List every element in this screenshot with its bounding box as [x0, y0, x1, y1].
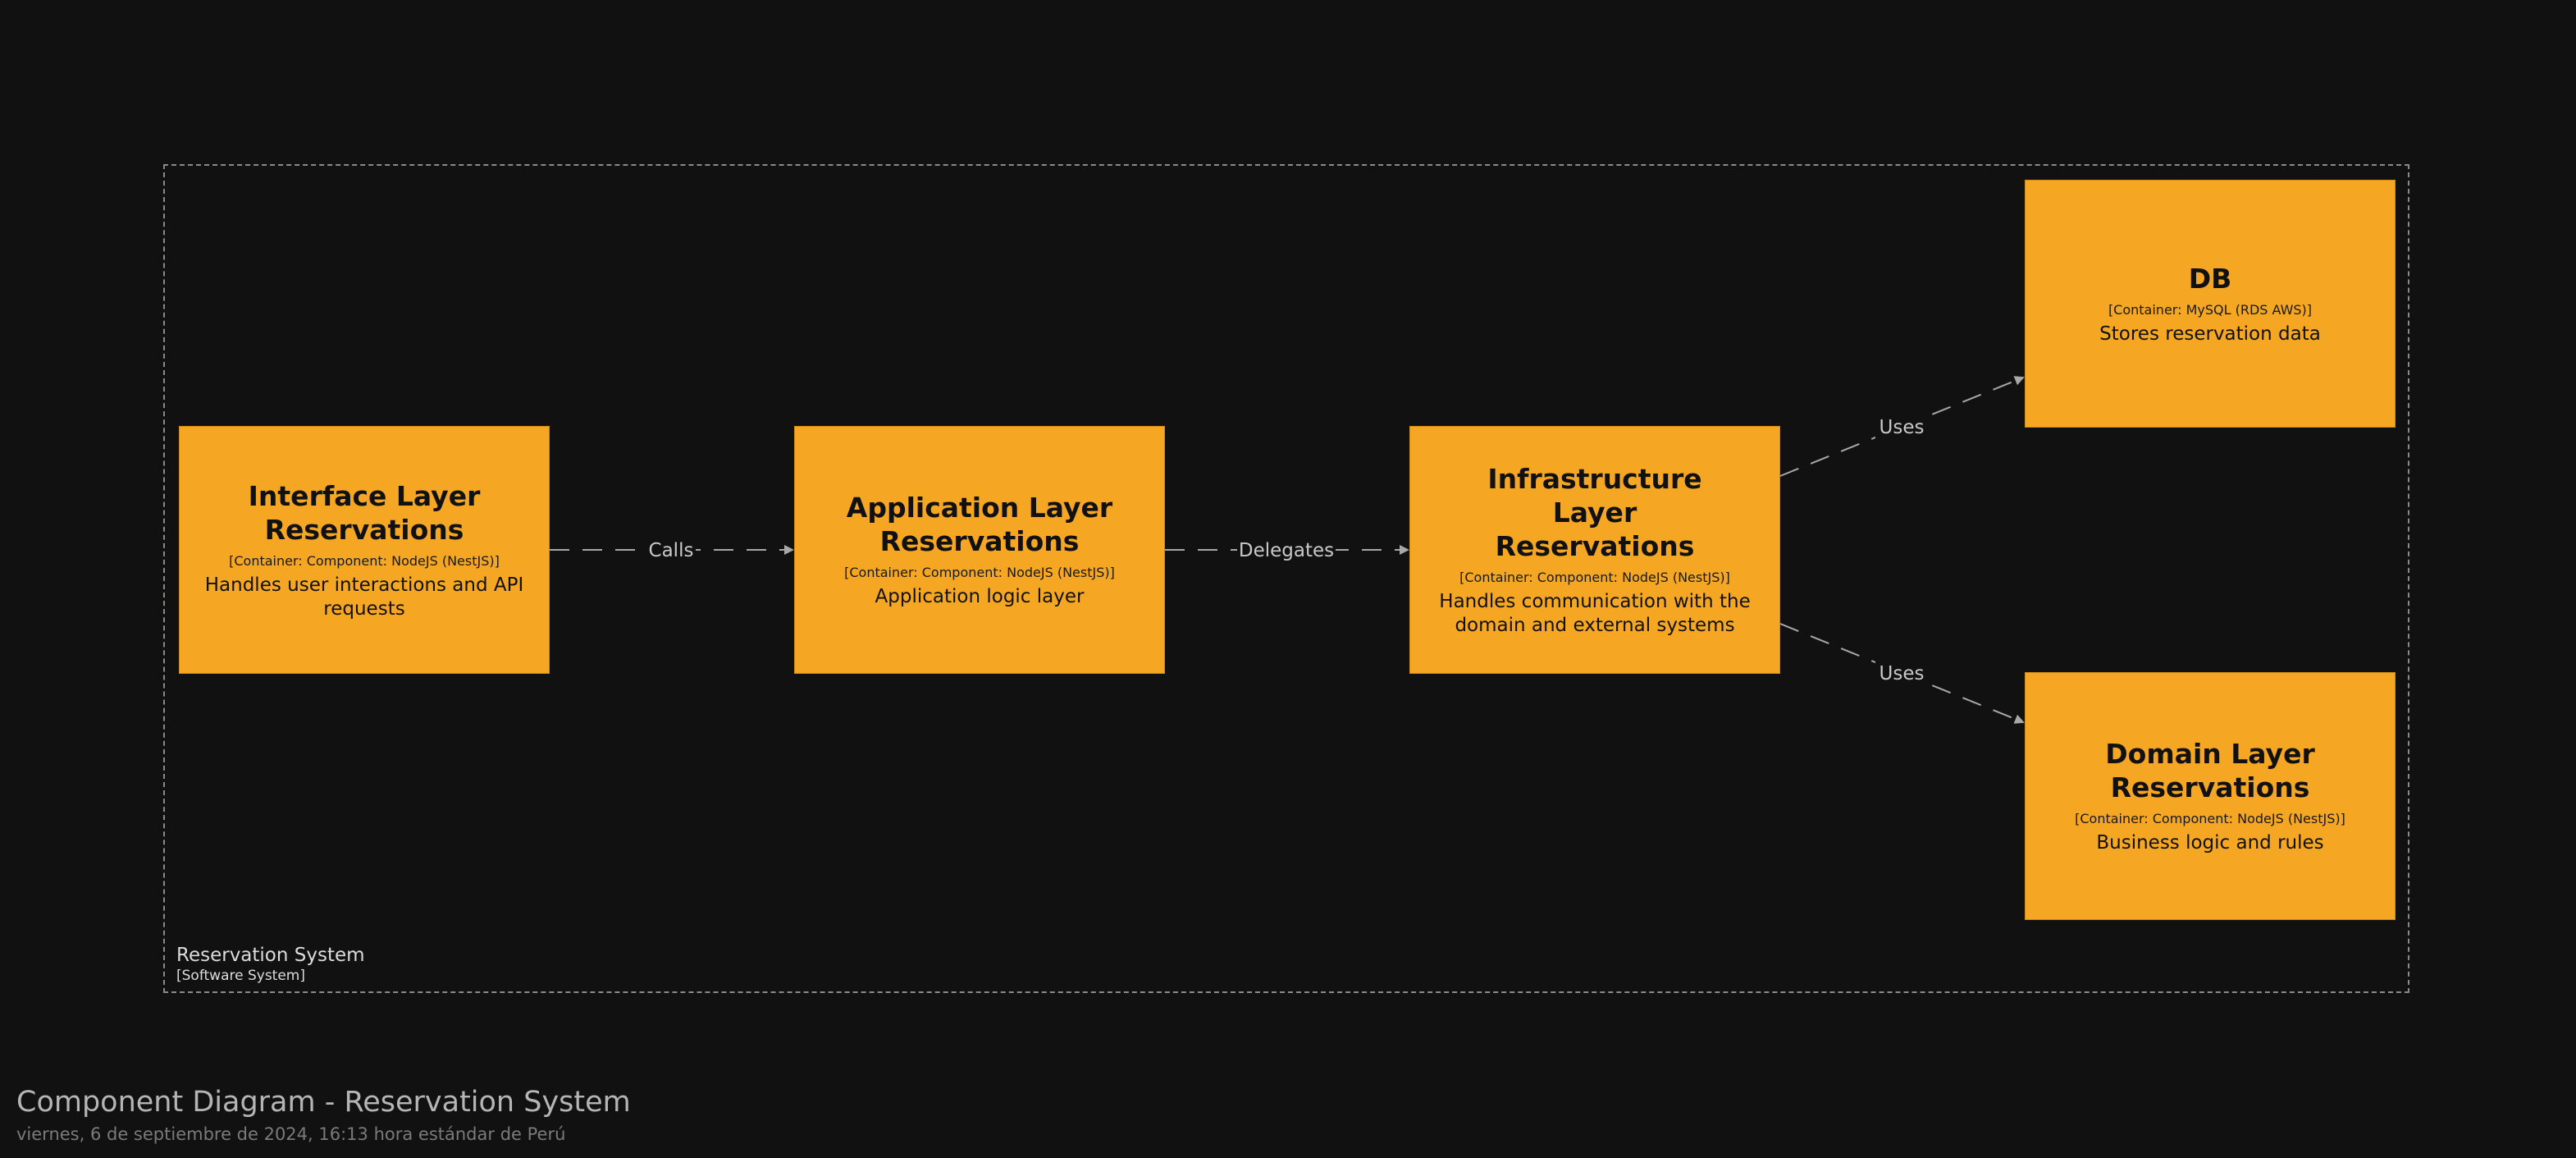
edge-label-uses-db: Uses [1879, 417, 1925, 438]
application-layer-node: Application Layer Reservations [Containe… [794, 426, 1165, 674]
node-title: Interface Layer Reservations [248, 479, 481, 546]
edge-label-calls: Calls [649, 540, 694, 561]
node-title: Application Layer Reservations [846, 492, 1113, 557]
system-boundary: Reservation System [Software System] [163, 164, 2409, 993]
node-description: Handles user interactions and API reques… [204, 574, 524, 620]
diagram-title: Component Diagram - Reservation System [16, 1086, 631, 1119]
node-technology: [Container: Component: NodeJS (NestJS)] [1459, 570, 1730, 585]
interface-layer-node: Interface Layer Reservations [Container:… [179, 426, 550, 674]
boundary-name: Reservation System [176, 945, 365, 966]
node-description: Business logic and rules [2096, 832, 2324, 854]
edge-uses-domain: Uses [1779, 623, 2025, 724]
node-title: DB [2188, 262, 2232, 295]
edge-uses-db: Uses [1779, 376, 2025, 477]
diagram-date: viernes, 6 de septiembre de 2024, 16:13 … [16, 1124, 566, 1144]
node-technology: [Container: Component: NodeJS (NestJS)] [844, 565, 1115, 580]
db-node: DB [Container: MySQL (RDS AWS)] Stores r… [2025, 180, 2396, 428]
boundary-type: [Software System] [176, 968, 306, 984]
infrastructure-layer-node: Infrastructure Layer Reservations [Conta… [1409, 426, 1780, 674]
node-technology: [Container: Component: NodeJS (NestJS)] [229, 552, 500, 569]
node-technology: [Container: Component: NodeJS (NestJS)] [2075, 811, 2345, 826]
node-technology: [Container: MySQL (RDS AWS)] [2108, 301, 2313, 318]
domain-layer-node: Domain Layer Reservations [Container: Co… [2025, 672, 2396, 920]
edge-delegates: Delegates [1165, 537, 1409, 563]
node-description: Handles communication with the domain an… [1439, 591, 1751, 636]
edge-label-uses-domain: Uses [1879, 663, 1925, 684]
edge-calls: Calls [550, 537, 794, 563]
edge-label-delegates: Delegates [1239, 540, 1334, 561]
node-title: Domain Layer Reservations [2105, 738, 2315, 803]
node-title: Infrastructure Layer Reservations [1487, 463, 1702, 562]
node-description: Stores reservation data [2099, 323, 2321, 345]
node-description: Application logic layer [875, 586, 1085, 607]
